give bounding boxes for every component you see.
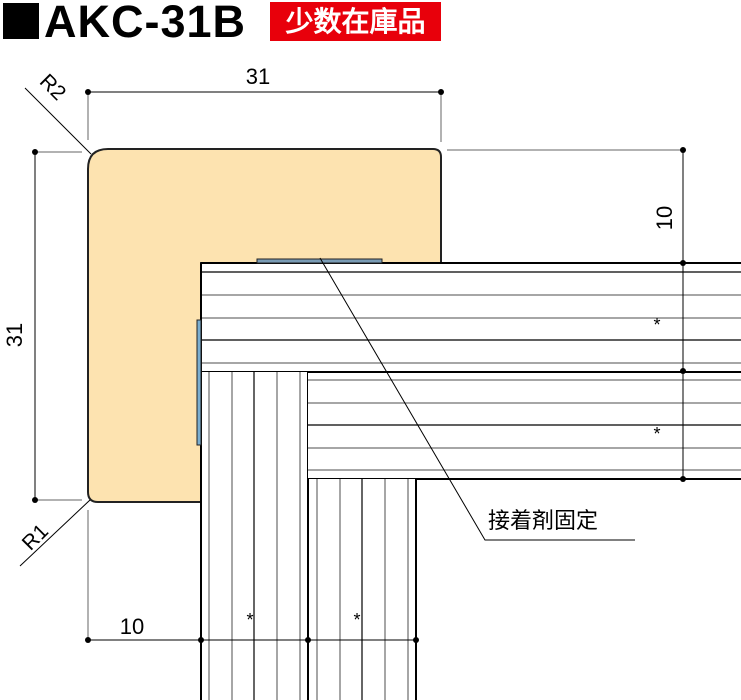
low-stock-badge: 少数在庫品 (270, 2, 441, 41)
board-second-horizontal (308, 371, 741, 480)
board-top-horizontal (200, 262, 741, 373)
radius-r1-label: R1 (18, 520, 53, 555)
radius-r2-label: R2 (35, 70, 70, 105)
r1-leader-line (19, 499, 91, 567)
bottom-offset-label: 10 (120, 614, 144, 639)
glue-leader-line (319, 257, 635, 541)
asterisk-mark: * (353, 610, 360, 630)
glue-strip-left (196, 319, 202, 446)
asterisk-mark: * (246, 610, 253, 630)
asterisk-mark: * (653, 424, 660, 444)
asterisk-mark: * (653, 315, 660, 335)
title-square-mark (3, 3, 39, 39)
glue-strip-top (256, 258, 383, 264)
right-offset-label: 10 (652, 206, 677, 230)
board-second-vertical (307, 479, 417, 700)
dimension-dots (32, 89, 686, 643)
glue-fixed-label: 接着剤固定 (488, 509, 598, 534)
board-left-vertical (200, 372, 309, 700)
model-title: AKC-31B (44, 0, 247, 47)
left-height-label: 31 (2, 323, 27, 347)
corner-profile (87, 148, 442, 503)
r2-leader-line (24, 87, 92, 155)
top-width-label: 31 (246, 64, 270, 89)
